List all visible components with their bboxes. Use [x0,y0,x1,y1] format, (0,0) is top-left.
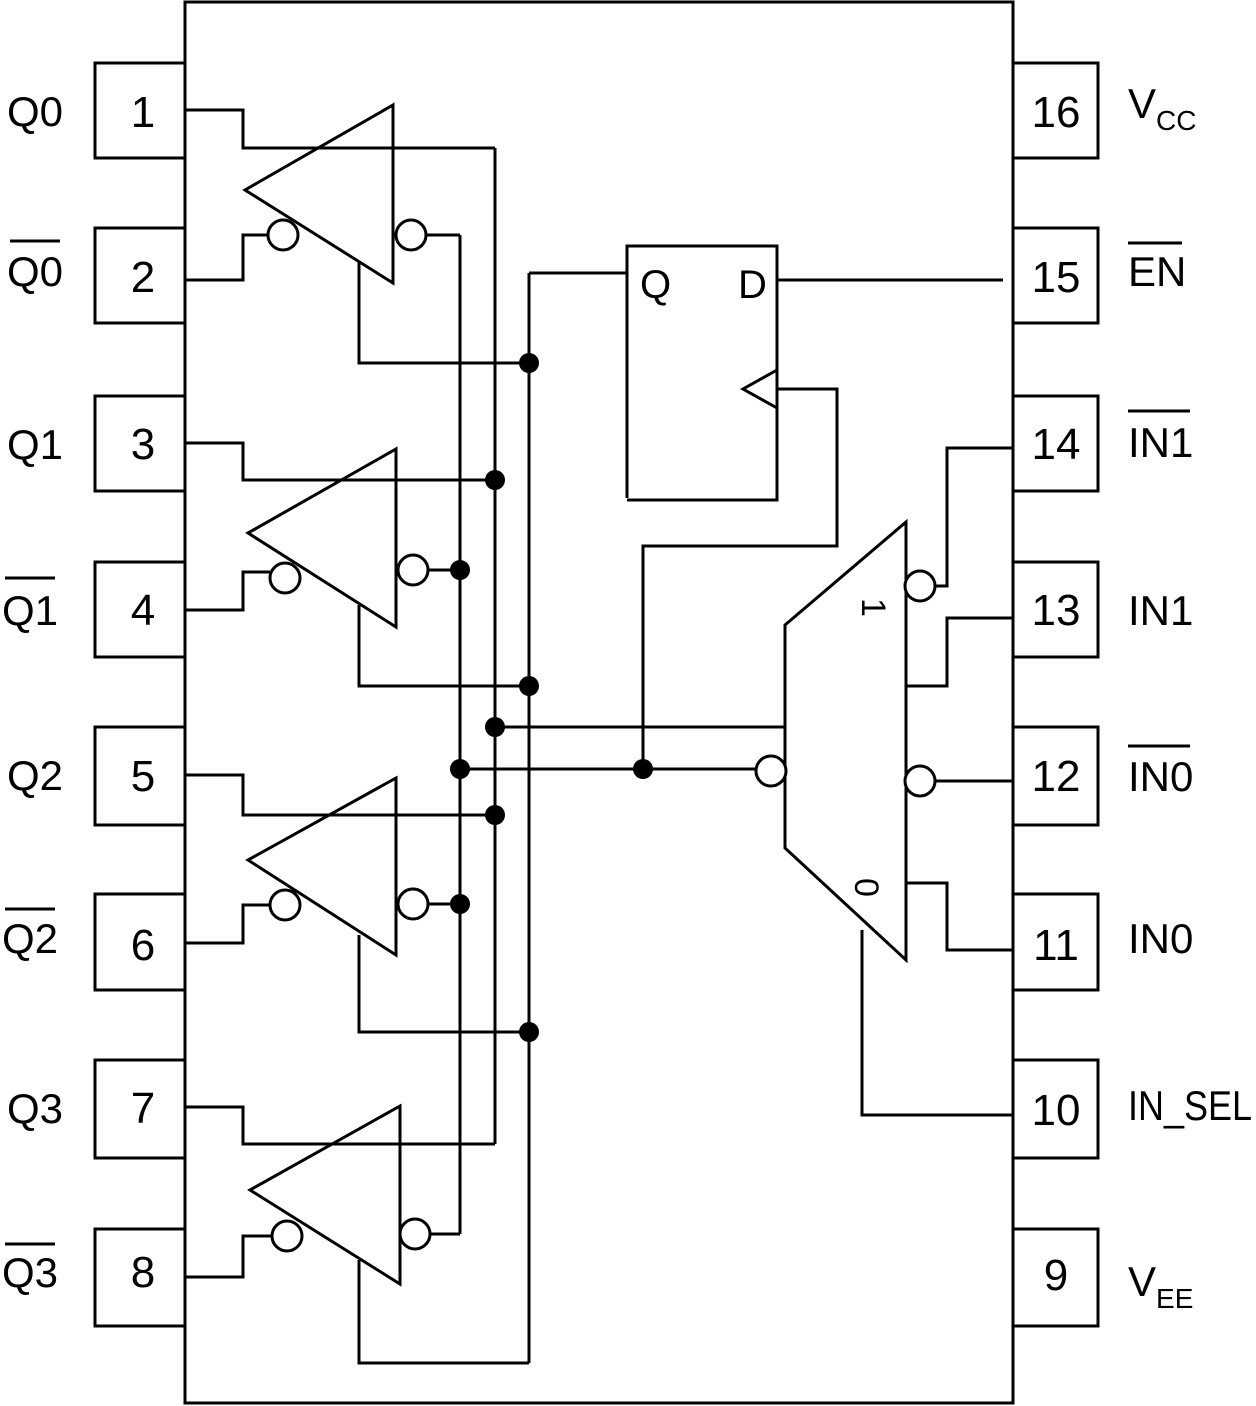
pin-15: 15 EN [1013,226,1186,325]
inverting-bubble [396,887,430,921]
pin-number: 16 [1032,88,1081,137]
inverting-bubble [268,888,302,922]
pin-label: IN1 [1128,587,1193,634]
pin-number: 14 [1032,420,1081,469]
pin-number: 8 [131,1248,155,1297]
pin-label: Q3 [7,1085,63,1132]
output-buffers [185,102,529,1365]
mux-body [783,518,908,964]
pin-7: 7 Q3 [7,1058,185,1160]
mux-input0-label: 0 [847,878,885,897]
pin-2: 2 Q0 [7,226,185,325]
clock-input-icon [739,368,778,410]
pin-label: Q1 [2,587,58,634]
pin-label: Q0 [7,248,63,295]
pin-8: 8 Q3 [2,1227,185,1328]
pin-label-sub: EE [1156,1283,1193,1314]
output-buffer-2 [185,773,529,1034]
pin-number: 4 [131,586,155,635]
pin-9: 9 VEE [1013,1227,1193,1328]
junction-dots [450,353,653,1042]
pin-label: IN_SEL [1128,1082,1252,1129]
pin-label: IN0 [1128,753,1193,800]
pin-10: 10 IN_SEL [1013,1058,1252,1160]
inverting-bubble [903,764,937,798]
buffer-triangle [247,1103,402,1287]
left-pins: 1 Q0 2 Q0 3 Q1 4 Q1 5 Q2 6 Q2 [2,61,185,1328]
pin-12: 12 IN0 [1013,725,1193,827]
package-body [183,0,1015,1405]
pin-label: VEE [1128,1258,1193,1314]
pin-label: IN1 [1128,419,1193,466]
pin-6: 6 Q2 [2,892,185,992]
pin-16: 16 VCC [1013,61,1196,160]
inverting-bubble [394,218,428,252]
pin-5: 5 Q2 [7,725,185,827]
output-buffer-1 [185,441,529,688]
pin-label: Q1 [7,421,63,468]
pin-label-main: V [1128,80,1156,127]
pin-number: 15 [1032,253,1081,302]
pin-number: 12 [1032,752,1081,801]
input-multiplexer: 1 0 [754,446,1013,1117]
pin-number: 10 [1032,1086,1081,1135]
pin-number: 3 [131,420,155,469]
pin-number: 13 [1032,586,1081,635]
pin-label: IN0 [1128,915,1193,962]
buffer-triangle [245,775,398,958]
pin-label: VCC [1128,80,1196,136]
pin-label: Q0 [7,88,63,135]
pin-label: Q3 [2,1249,58,1296]
inverting-bubble [266,218,300,252]
pin-11: 11 IN0 [1013,892,1193,992]
pin-number: 7 [131,1084,155,1133]
pin-number: 9 [1044,1251,1068,1300]
pin-3: 3 Q1 [7,394,185,493]
d-flipflop: Q D [625,244,1003,769]
pin-label-main: V [1128,1258,1156,1305]
pin-14: 14 IN1 [1013,394,1193,493]
inverting-bubble [903,569,937,603]
pin-label: Q2 [2,915,58,962]
pin-number: 6 [131,921,155,970]
pin-4: 4 Q1 [2,560,185,659]
mux-input1-label: 1 [854,598,892,617]
internal-buses [458,148,785,1363]
pin-label: EN [1128,248,1186,295]
buffer-triangle [245,446,398,630]
output-buffer-0 [185,102,529,365]
inverting-bubble [268,561,302,595]
pin-13: 13 IN1 [1013,560,1193,659]
inverting-bubble [754,754,788,788]
pin-number: 2 [131,253,155,302]
flipflop-q-label: Q [640,263,671,307]
output-buffer-3 [185,1103,529,1365]
buffer-triangle [242,102,395,286]
inverting-bubble [396,553,430,587]
inverting-bubble [398,1217,432,1251]
pin-number: 5 [131,752,155,801]
flipflop-d-label: D [738,263,767,307]
pin-number: 11 [1033,921,1079,970]
pin-label-sub: CC [1156,105,1196,136]
pin-1: 1 Q0 [7,61,185,160]
right-pins: 16 VCC 15 EN 14 IN1 13 IN1 12 IN0 [1013,61,1252,1328]
inverting-bubble [270,1219,304,1253]
pin-number: 1 [131,88,155,137]
pin-label: Q2 [7,752,63,799]
